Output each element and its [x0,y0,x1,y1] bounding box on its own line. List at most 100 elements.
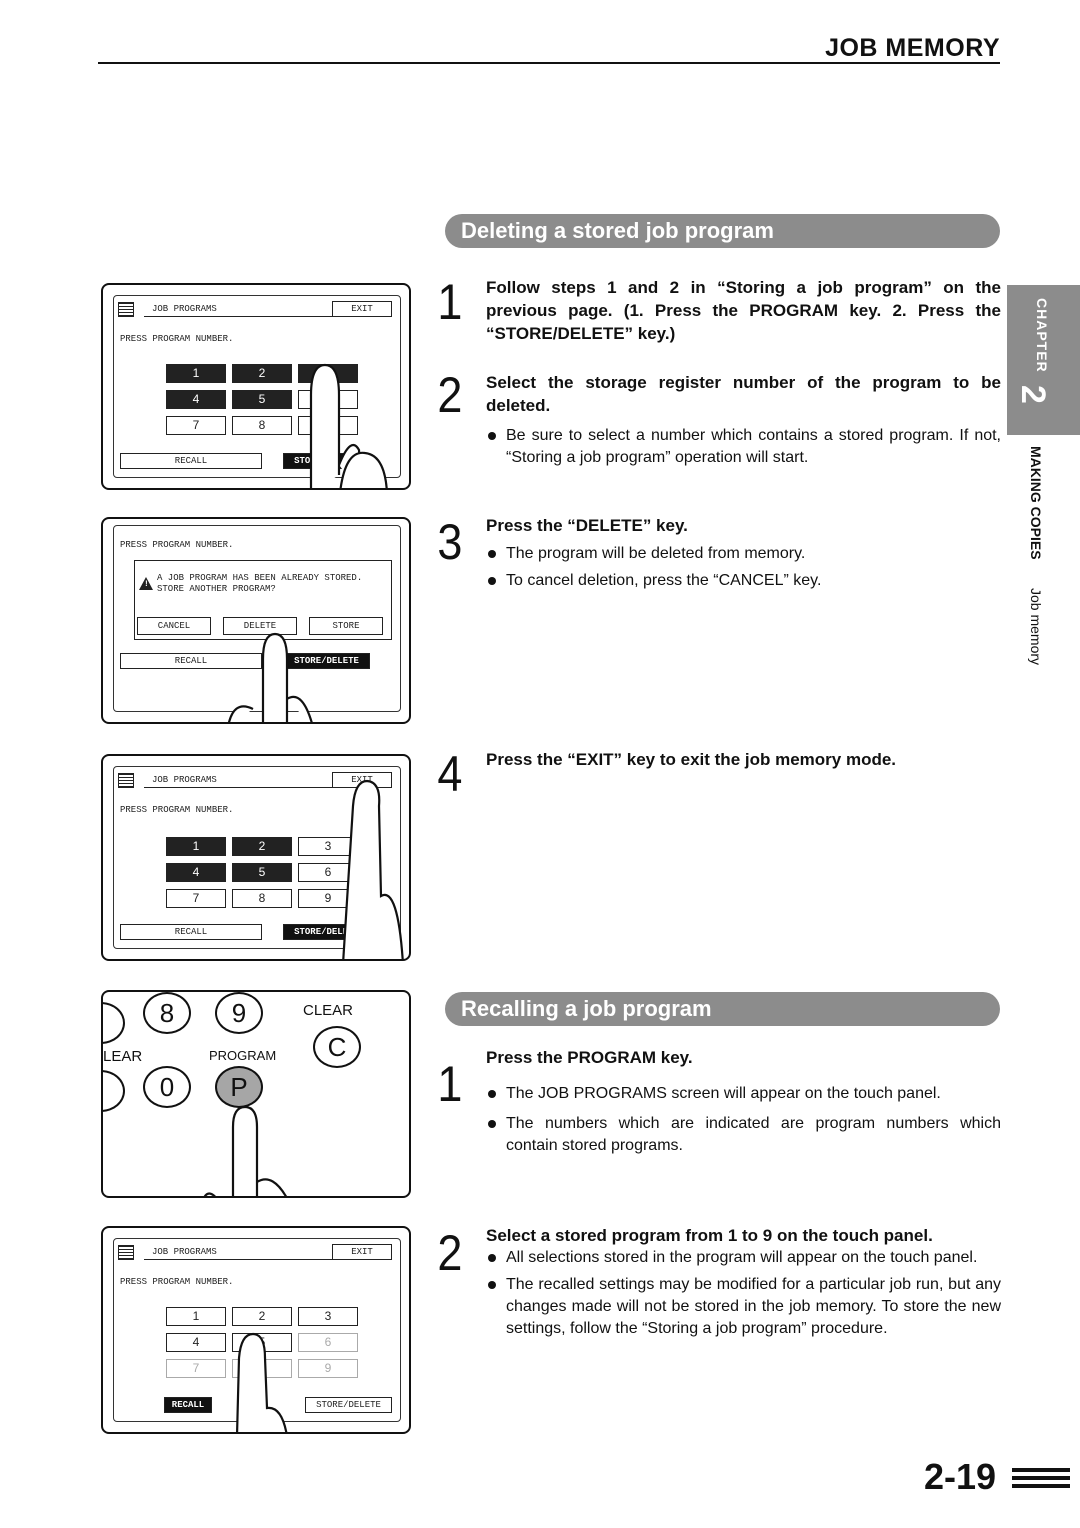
knuckle-icon [339,451,388,488]
program-number-key[interactable]: 3 [298,837,358,856]
page-number: 2-19 [923,1456,996,1497]
touch-panel-illustration: JOB PROGRAMS EXIT PRESS PROGRAM NUMBER. … [101,754,411,961]
step-number: 1 [437,274,463,330]
pointing-finger-icon [309,363,362,488]
store-delete-button[interactable]: STORE/DELETE [305,1397,392,1413]
key-0[interactable]: 0 [143,1066,191,1108]
step-bullets: Be sure to select a number which contain… [486,425,1001,474]
program-label: PROGRAM [209,1048,277,1063]
program-number-key[interactable]: 7 [166,1359,226,1378]
job-program-icon [118,302,134,317]
pointing-finger-icon [236,1332,288,1432]
program-number-key[interactable]: 1 [166,1307,226,1326]
page-header-title: JOB MEMORY [825,34,1000,62]
program-key[interactable]: P [215,1066,263,1108]
touch-panel-illustration: PRESS PROGRAM NUMBER. ! A JOB PROGRAM HA… [101,517,411,724]
step-bullets: The JOB PROGRAMS screen will appear on t… [486,1083,1001,1162]
partial-key [103,1002,125,1044]
dialog-message: A JOB PROGRAM HAS BEEN ALREADY STORED. S… [157,573,362,595]
program-number-key[interactable]: 2 [232,837,292,856]
delete-button[interactable]: DELETE [223,617,297,635]
program-number-key[interactable]: 5 [232,863,292,882]
confirm-dialog: ! A JOB PROGRAM HAS BEEN ALREADY STORED.… [134,560,392,640]
screen-prompt: PRESS PROGRAM NUMBER. [120,805,234,815]
pointing-finger-icon [203,1105,287,1196]
dialog-message-line: A JOB PROGRAM HAS BEEN ALREADY STORED. [157,573,363,583]
touch-screen: PRESS PROGRAM NUMBER. ! A JOB PROGRAM HA… [113,525,401,712]
program-number-key[interactable]: 9 [298,1359,358,1378]
store-button[interactable]: STORE [309,617,383,635]
step-number: 4 [437,746,463,802]
bullet-item: To cancel deletion, press the “CANCEL” k… [486,570,1001,592]
program-number-key[interactable]: 2 [232,364,292,383]
clear-label-partial: LEAR [103,1048,143,1065]
program-number-key[interactable]: 1 [166,837,226,856]
touch-panel-illustration: JOB PROGRAMS EXIT PRESS PROGRAM NUMBER. … [101,1226,411,1434]
step-heading: Select a stored program from 1 to 9 on t… [486,1226,933,1245]
title-underline [144,1259,344,1260]
touch-screen: JOB PROGRAMS EXIT PRESS PROGRAM NUMBER. … [113,766,401,949]
bullet-item: The program will be deleted from memory. [486,543,1001,565]
screen-title: JOB PROGRAMS [152,304,217,314]
program-number-key[interactable]: 2 [232,1307,292,1326]
warning-icon [139,577,153,590]
title-underline [144,787,344,788]
exit-button[interactable]: EXIT [332,1244,392,1260]
bullet-item: The recalled settings may be modified fo… [486,1274,1001,1340]
bullet-item: Be sure to select a number which contain… [486,425,1001,469]
key-8[interactable]: 8 [143,992,191,1034]
program-number-key[interactable]: 8 [232,889,292,908]
section-banner-delete: Deleting a stored job program [445,214,1000,248]
recall-button[interactable]: RECALL [120,653,262,669]
bullet-item: All selections stored in the program wil… [486,1247,1001,1269]
program-number-key[interactable]: 5 [232,390,292,409]
chapter-label: CHAPTER [1034,298,1050,373]
clear-label: CLEAR [303,1002,354,1019]
program-number-key[interactable]: 4 [166,863,226,882]
screen-title: JOB PROGRAMS [152,775,217,785]
recall-button[interactable]: RECALL [120,453,262,469]
screen-prompt: PRESS PROGRAM NUMBER. [120,540,234,550]
bullet-item: The numbers which are indicated are prog… [486,1113,1001,1157]
step-heading: Press the “EXIT” key to exit the job mem… [486,750,897,769]
program-number-key[interactable]: 7 [166,889,226,908]
section-banner-recall: Recalling a job program [445,992,1000,1026]
cancel-button[interactable]: CANCEL [137,617,211,635]
step-heading: Select the storage register number of th… [486,373,1001,415]
program-number-key[interactable]: 4 [166,1333,226,1352]
dialog-message-line: STORE ANOTHER PROGRAM? [157,584,276,594]
step-bullets: The program will be deleted from memory.… [486,543,1001,597]
keypad-illustration: 8 9 CLEAR LEAR PROGRAM C 0 P [101,990,411,1198]
partial-key [103,1070,125,1112]
screen-prompt: PRESS PROGRAM NUMBER. [120,1277,234,1287]
exit-button[interactable]: EXIT [332,301,392,317]
step-heading: Follow steps 1 and 2 in “Storing a job p… [486,278,1001,343]
recall-button[interactable]: RECALL [120,924,262,940]
page-number-bars [1012,1468,1070,1492]
program-number-key[interactable]: 6 [298,1333,358,1352]
key-c[interactable]: C [313,1026,361,1068]
step-number: 2 [437,367,463,423]
recall-button[interactable]: RECALL [164,1397,212,1413]
chapter-number: 2 [1014,385,1052,404]
program-number-key[interactable]: 4 [166,390,226,409]
step-heading: Press the PROGRAM key. [486,1048,693,1067]
job-program-icon [118,773,134,788]
program-number-key[interactable]: 3 [298,1307,358,1326]
step-number: 1 [437,1056,463,1112]
chapter-tab [1007,285,1080,435]
step-number: 2 [437,1225,463,1281]
program-number-key[interactable]: 1 [166,364,226,383]
title-underline [144,316,344,317]
header-rule [98,62,1000,64]
touch-panel-illustration: JOB PROGRAMS EXIT PRESS PROGRAM NUMBER. … [101,283,411,490]
bullet-item: The JOB PROGRAMS screen will appear on t… [486,1083,1001,1105]
subsection-label: Job memory [1028,588,1044,666]
pointing-finger-icon [228,632,313,722]
program-number-key[interactable]: 8 [232,416,292,435]
step-bullets: All selections stored in the program wil… [486,1247,1001,1345]
key-9[interactable]: 9 [215,992,263,1034]
pointing-finger-icon [342,779,404,959]
program-number-key[interactable]: 7 [166,416,226,435]
step-number: 3 [437,514,463,570]
